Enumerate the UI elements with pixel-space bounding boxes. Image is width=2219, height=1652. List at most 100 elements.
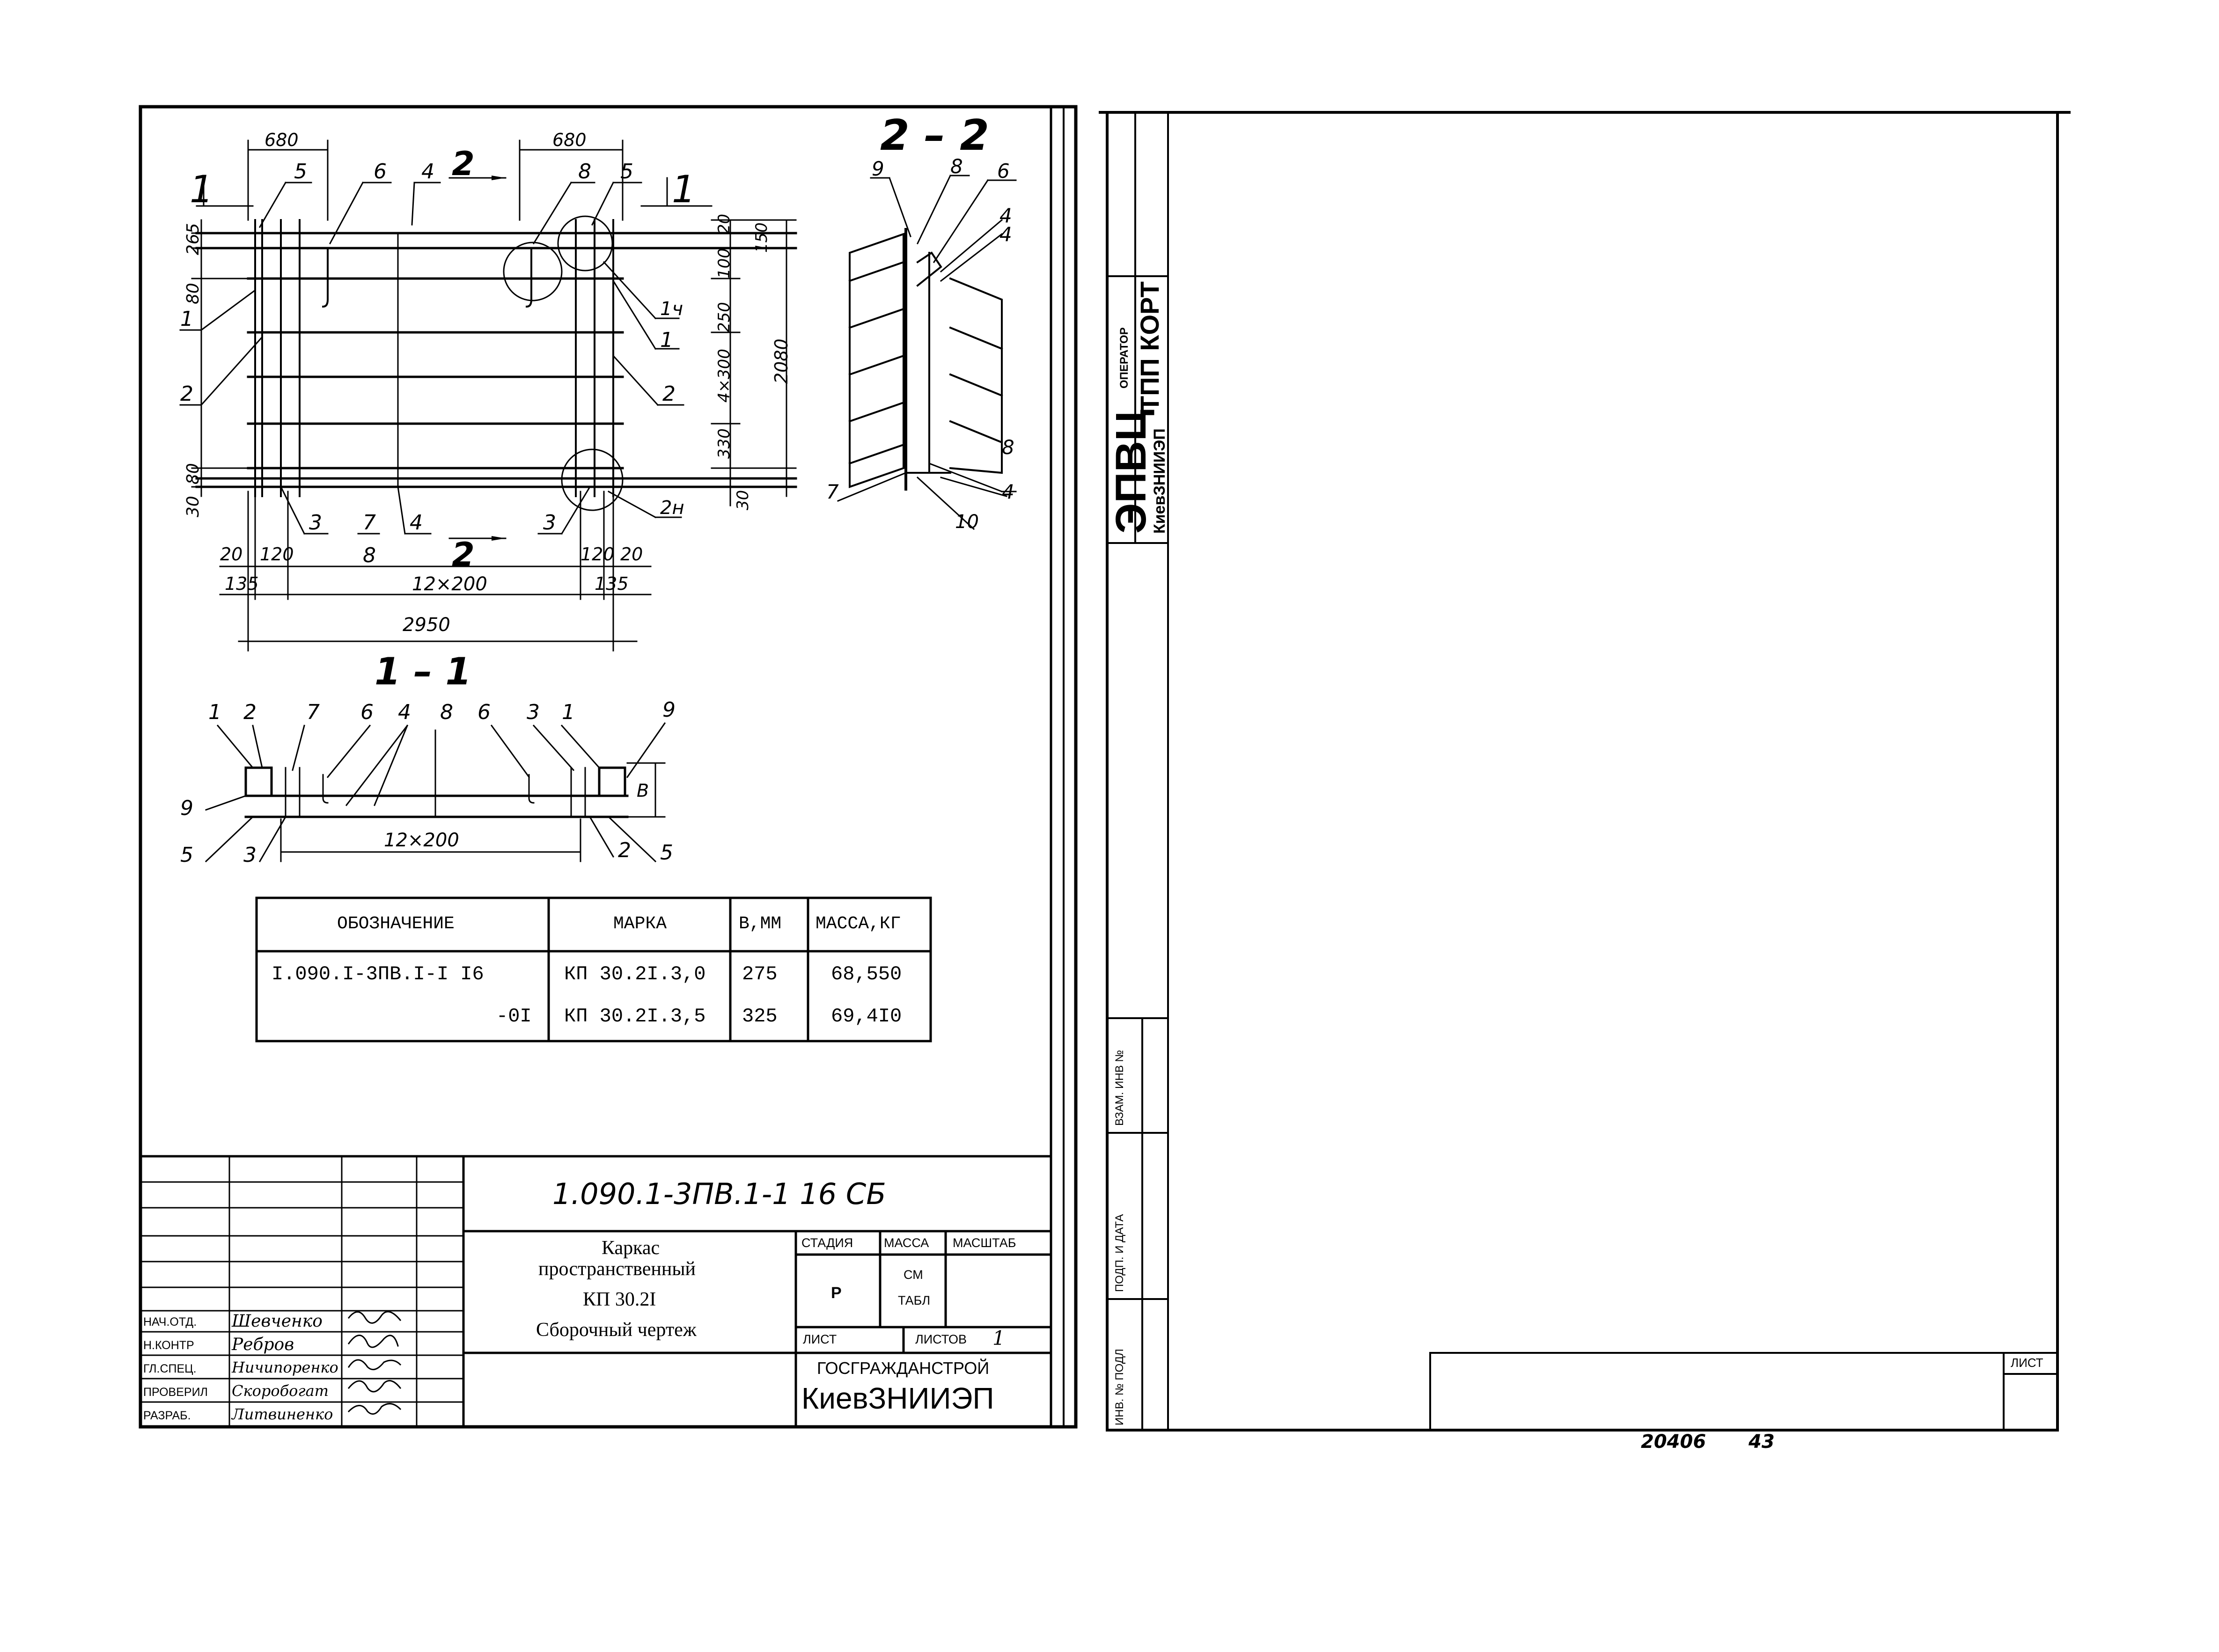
mass-header: МАССА [884, 1236, 929, 1250]
s22-callout-7: 7 [826, 480, 839, 503]
callout-1-right: 1 [660, 328, 673, 352]
dim-150: 150 [752, 222, 771, 253]
s22-callout-6: 6 [997, 160, 1010, 183]
spec-row1-mass: 68,550 [831, 963, 902, 985]
callout-3-bottom-right: 3 [543, 511, 556, 535]
callout-5-top-left: 5 [294, 160, 307, 184]
drawing-name-line2: пространственный [538, 1258, 696, 1280]
s11-callout-9-left: 9 [180, 796, 193, 820]
spec-header-mark: МАРКА [613, 914, 667, 934]
spec-header-b: B,ММ [739, 914, 782, 934]
name-norm-control: Ребров [232, 1335, 294, 1354]
operator-label: ОПЕРАТОР [1118, 327, 1131, 389]
stage-header: СТАДИЯ [801, 1236, 853, 1250]
operator-value: ТПП КОРТ [1135, 281, 1164, 412]
dim-120-left: 120 [260, 544, 294, 565]
stamp-epvc: ЭПВЦ [1107, 409, 1155, 534]
mass-value-2: ТАБЛ [898, 1293, 931, 1307]
callout-8-bottom: 8 [363, 543, 376, 567]
spec-row2-designation: -0I [496, 1005, 532, 1028]
spec-header-designation: ОБОЗНАЧЕНИЕ [337, 914, 455, 934]
dim-100: 100 [715, 248, 734, 279]
dim-20-bottom-right: 20 [620, 544, 643, 565]
role-chief-specialist: ГЛ.СПЕЦ. [143, 1362, 197, 1375]
spec-row2-mark: КП 30.2I.3,5 [564, 1005, 706, 1028]
spec-row1-b: 275 [742, 963, 778, 985]
callout-3-bottom-left: 3 [309, 511, 322, 535]
org-name-2: КиевЗНИИЭП [801, 1381, 994, 1415]
s11-callout-1-right: 1 [562, 700, 575, 724]
s11-callout-3: 3 [527, 700, 540, 724]
s11-callout-1-left: 1 [208, 700, 221, 724]
s11-dim-12x200: 12×200 [384, 830, 459, 851]
dim-265: 265 [184, 223, 203, 255]
drawing-name-line1: Каркас [602, 1237, 660, 1259]
s11-callout-3-bottom: 3 [243, 843, 257, 867]
role-norm-control: Н.КОНТР [143, 1339, 194, 1352]
side-label-orig-inv: ИНВ. № ПОДЛ [1113, 1349, 1126, 1425]
s22-callout-4-b: 4 [999, 223, 1012, 246]
s11-height-b: B [637, 780, 649, 801]
s11-callout-7: 7 [307, 700, 320, 724]
s22-callout-4-a: 4 [999, 204, 1012, 227]
s11-callout-4: 4 [398, 700, 411, 724]
s22-callout-9: 9 [872, 157, 884, 180]
section-2-2-title: 2 – 2 [880, 111, 989, 160]
s11-callout-9-right: 9 [662, 698, 676, 722]
footer-number-1: 20406 [1641, 1431, 1706, 1453]
s11-callout-5-right: 5 [660, 841, 673, 865]
dim-680-right: 680 [552, 130, 587, 150]
drawing-name-line3: КП 30.2I [583, 1289, 656, 1310]
right-sheet-label: ЛИСТ [2011, 1356, 2043, 1370]
dim-20-right: 20 [715, 213, 734, 234]
section-mark-2-top: 2 [452, 145, 475, 183]
role-developed: РАЗРАБ. [143, 1409, 191, 1422]
spec-row1-designation: I.090.I-3ПВ.I-I I6 [272, 963, 484, 985]
dim-120-right: 120 [580, 544, 615, 565]
dim-30-left: 30 [184, 496, 203, 517]
dim-680-left: 680 [265, 130, 299, 150]
s11-callout-8: 8 [440, 700, 453, 724]
dim-80-bottom: 80 [184, 463, 203, 485]
callout-1-left: 1 [180, 307, 193, 331]
name-checked: Скоробогат [232, 1382, 329, 1400]
dim-4x300: 4×300 [715, 348, 734, 403]
role-head-of-dept: НАЧ.ОТД. [143, 1315, 197, 1329]
s22-callout-8-top: 8 [950, 155, 963, 178]
sheets-value: 1 [992, 1327, 1005, 1350]
name-head-of-dept: Шевченко [232, 1312, 323, 1331]
stage-value: Р [831, 1284, 842, 1302]
side-label-sign-date: ПОДП. И ДАТА [1113, 1214, 1126, 1292]
section-mark-1-right: 1 [672, 168, 696, 211]
callout-5-top-right: 5 [620, 160, 633, 184]
name-developed: Литвиненко [232, 1405, 333, 1423]
s22-callout-8-bottom: 8 [1002, 436, 1014, 459]
callout-8-top: 8 [578, 160, 591, 184]
spec-header-mass: МАССА,КГ [816, 914, 901, 934]
callout-2-left: 2 [180, 382, 193, 406]
dim-2080: 2080 [771, 338, 792, 384]
callout-4-bottom: 4 [410, 511, 423, 535]
s11-callout-5-left: 5 [180, 843, 193, 867]
callout-6-top: 6 [374, 160, 387, 184]
org-name-1: ГОСГРАЖДАНСТРОЙ [817, 1358, 990, 1378]
s22-callout-4-bottom: 4 [1002, 480, 1014, 503]
footer-number-2: 43 [1749, 1431, 1775, 1453]
dim-30-right: 30 [734, 490, 752, 510]
sheet-label: ЛИСТ [803, 1332, 837, 1346]
scale-header: МАСШТАБ [953, 1236, 1016, 1250]
callout-2-right: 2 [662, 382, 676, 406]
sheets-label: ЛИСТОВ [915, 1332, 967, 1346]
s11-callout-2-left: 2 [243, 700, 257, 724]
spec-row2-mass: 69,4I0 [831, 1005, 902, 1028]
dim-80-top: 80 [184, 283, 203, 304]
callout-2n: 2н [660, 497, 684, 519]
section-mark-2-bottom: 2 [452, 536, 475, 574]
s11-callout-6-right: 6 [478, 700, 491, 724]
s11-callout-2-bottom: 2 [618, 838, 631, 862]
dim-135-right: 135 [595, 573, 629, 594]
spec-row1-mark: КП 30.2I.3,0 [564, 963, 706, 985]
dim-20-bottom-left: 20 [220, 544, 243, 565]
document-code: 1.090.1-3ПВ.1-1 16 СБ [552, 1177, 886, 1211]
dim-12x200-plan: 12×200 [412, 573, 487, 595]
